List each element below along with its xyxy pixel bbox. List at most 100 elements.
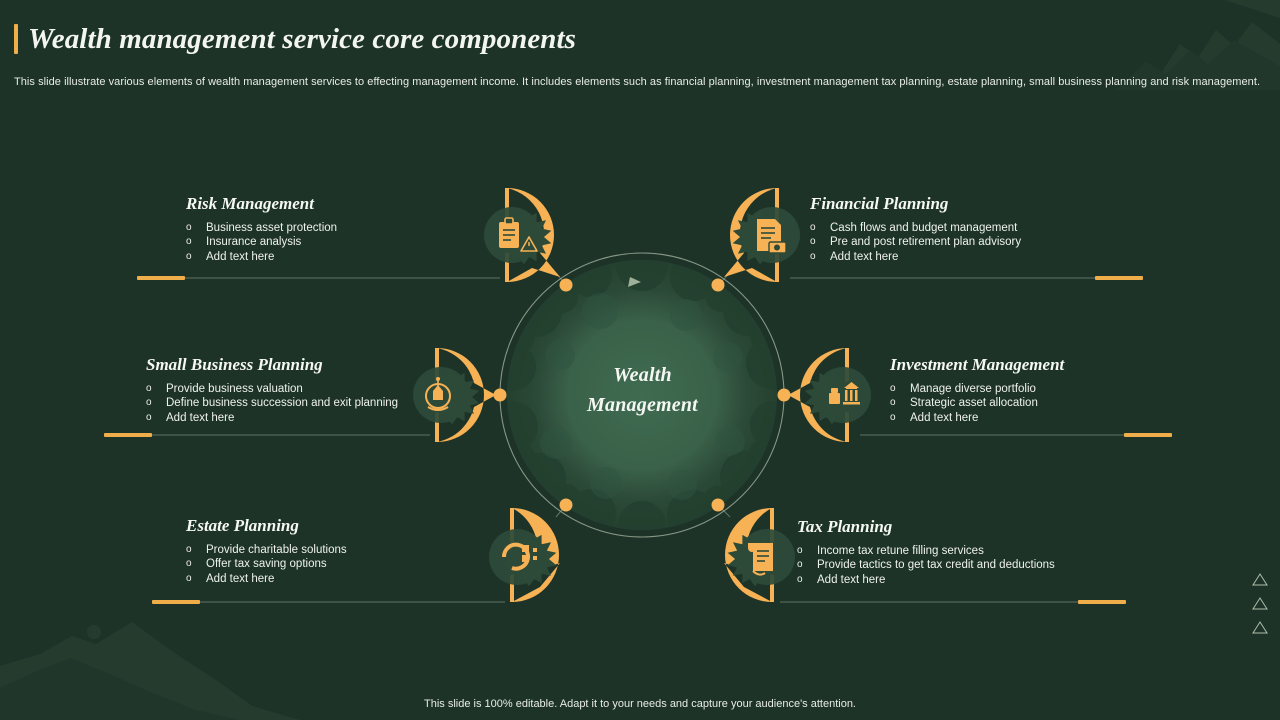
- bullet-text: Pre and post retirement plan advisory: [830, 236, 1022, 249]
- bullet-marker: o: [890, 383, 896, 394]
- wealth-management-diagram: Wealth Management Risk Management o Busin…: [0, 105, 1280, 650]
- list-item: o Strategic asset allocation: [890, 396, 1064, 410]
- bullet-marker: o: [186, 222, 192, 233]
- baseline-rules: [104, 276, 1172, 604]
- clipboard-warning-icon: [499, 217, 538, 252]
- petal-small-business-planning[interactable]: [413, 348, 496, 442]
- bullet-marker: o: [186, 572, 192, 584]
- estate-house-icon: [501, 542, 537, 571]
- corner-triangle-marks: [1252, 573, 1268, 645]
- bullet-text: Define business succession and exit plan…: [166, 397, 399, 410]
- title-accent-bar: [14, 24, 18, 55]
- center-label-line-2: Management: [587, 394, 698, 416]
- bullet-marker: o: [810, 222, 816, 233]
- bullet-marker: o: [186, 250, 192, 262]
- list-item: o Business asset protection: [186, 221, 337, 235]
- orbit-arrow-head: [628, 277, 641, 287]
- bullet-text: Cash flows and budget management: [830, 222, 1018, 234]
- bullet-marker: o: [797, 545, 803, 556]
- component-title-investment-management: Investment Management: [890, 355, 1065, 374]
- triangle-outline-icon: [1252, 573, 1268, 586]
- bullet-text: Add text here: [830, 250, 899, 263]
- orbit-dot-estate-planning: [559, 498, 573, 512]
- rule-accent-tax-planning: [1078, 600, 1126, 604]
- orbit-dot-risk-management: [559, 278, 573, 292]
- petal-investment-management[interactable]: [788, 348, 871, 442]
- orbit-dot-investment-management: [777, 388, 791, 402]
- component-title-estate-planning: Estate Planning: [186, 516, 299, 535]
- bullet-text: Add text here: [910, 411, 979, 424]
- tax-scroll-icon: [748, 543, 773, 576]
- orbit-node-dots: [493, 278, 791, 512]
- bullet-text: Add text here: [166, 411, 235, 424]
- list-item: o Cash flows and budget management: [810, 221, 1021, 235]
- bullet-marker: o: [890, 411, 896, 423]
- bullet-text: Add text here: [206, 250, 275, 263]
- list-item: o Define business succession and exit pla…: [146, 396, 398, 410]
- bullet-text: Provide business valuation: [166, 383, 303, 395]
- bullet-text: Provide charitable solutions: [206, 544, 347, 556]
- center-label: Wealth Management: [520, 360, 765, 420]
- petal-risk-management[interactable]: [484, 188, 560, 282]
- orbit-dot-financial-planning: [711, 278, 725, 292]
- list-item: o Offer tax saving options: [186, 557, 347, 571]
- bullet-marker: o: [797, 573, 803, 585]
- page-title: Wealth management service core component…: [28, 23, 577, 55]
- list-item: o Provide charitable solutions: [186, 543, 347, 557]
- list-item: o Pre and post retirement plan advisory: [810, 235, 1021, 249]
- bullet-marker: o: [890, 397, 896, 409]
- petal-financial-planning[interactable]: [724, 188, 800, 282]
- bullet-marker: o: [186, 544, 192, 555]
- bullet-marker: o: [810, 236, 816, 248]
- bullet-marker: o: [186, 558, 192, 570]
- bullet-text: Strategic asset allocation: [910, 397, 1038, 410]
- rule-accent-financial-planning: [1095, 276, 1143, 280]
- orbit-dot-small-business-planning: [493, 388, 507, 402]
- bullet-text: Manage diverse portfolio: [910, 383, 1036, 395]
- component-title-risk-management: Risk Management: [186, 194, 314, 213]
- component-block-risk-management[interactable]: Risk Management o Business asset protecti…: [186, 194, 337, 264]
- component-title-small-business-planning: Small Business Planning: [146, 355, 323, 374]
- bullet-marker: o: [797, 559, 803, 571]
- bullet-text: Income tax retune filling services: [817, 545, 984, 557]
- component-block-investment-management[interactable]: Investment Management o Manage diverse po…: [890, 355, 1064, 425]
- petal-estate-planning[interactable]: [489, 508, 560, 602]
- component-block-tax-planning[interactable]: Tax Planning o Income tax retune filling …: [797, 517, 1055, 587]
- list-item: o Add text here: [146, 411, 398, 425]
- petal-tax-planning[interactable]: [724, 508, 795, 602]
- bullet-text: Business asset protection: [206, 222, 338, 234]
- page-title-bar: Wealth management service core component…: [14, 24, 576, 54]
- bullet-marker: o: [146, 411, 152, 423]
- bullet-marker: o: [146, 397, 152, 409]
- footer-note: This slide is 100% editable. Adapt it to…: [424, 698, 856, 710]
- triangle-outline-icon: [1252, 597, 1268, 610]
- rule-accent-small-business-planning: [104, 433, 152, 437]
- business-growth-icon: [425, 377, 451, 411]
- component-block-estate-planning[interactable]: Estate Planning o Provide charitable solu…: [186, 516, 347, 586]
- component-title-tax-planning: Tax Planning: [797, 517, 893, 536]
- document-money-icon: [757, 219, 787, 254]
- center-label-line-1: Wealth: [613, 364, 672, 386]
- rule-accent-risk-management: [137, 276, 185, 280]
- diagram-graphics: [104, 188, 1172, 604]
- bank-investment-icon: [829, 382, 860, 405]
- rule-accent-estate-planning: [152, 600, 200, 604]
- bullet-text: Offer tax saving options: [206, 558, 327, 571]
- bullet-marker: o: [186, 236, 192, 248]
- list-item: o Add text here: [186, 250, 337, 264]
